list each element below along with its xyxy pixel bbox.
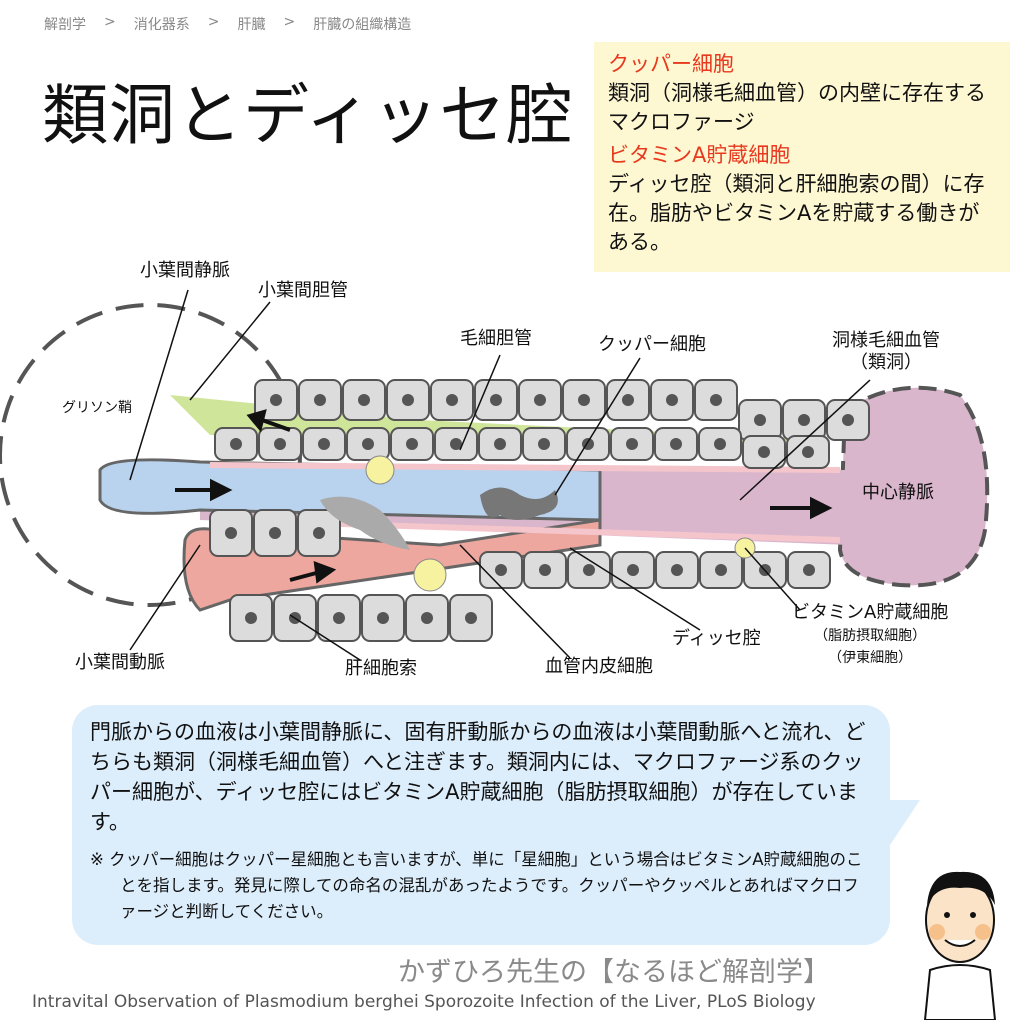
kupffer-heading: クッパー細胞 [608, 52, 734, 76]
citation: Intravital Observation of Plasmodium ber… [32, 992, 816, 1012]
breadcrumb-item[interactable]: 肝臓 [237, 17, 266, 33]
nucleus [490, 394, 502, 406]
label-sinusoid: 洞様毛細血管（類洞） [832, 330, 940, 373]
breadcrumb-item: 肝臓の組織構造 [313, 17, 412, 33]
stellate-cell-shape [365, 455, 395, 485]
nucleus [538, 438, 550, 450]
central-vein-shape [837, 385, 990, 588]
label-space-of-disse: ディッセ腔 [672, 628, 761, 649]
nucleus [802, 446, 814, 458]
bubble-note-text: ※ クッパー細胞はクッパー星細胞とも言いますが、単に「星細胞」という場合はビタミ… [90, 850, 863, 921]
info-box: クッパー細胞 類洞（洞様毛細血管）の内壁に存在するマクロファージ ビタミンA貯蔵… [594, 42, 1010, 272]
nucleus [534, 394, 546, 406]
nucleus [539, 564, 551, 576]
label-endothelial-cell: 血管内皮細胞 [545, 656, 653, 677]
nucleus [671, 564, 683, 576]
nucleus [666, 394, 678, 406]
nucleus [842, 414, 854, 426]
vitamin-heading: ビタミンA貯蔵細胞 [608, 143, 791, 167]
nucleus [402, 394, 414, 406]
breadcrumb-item[interactable]: 解剖学 [44, 17, 86, 33]
nucleus [798, 414, 810, 426]
endothelial-branching [320, 496, 410, 550]
kupffer-text: 類洞（洞様毛細血管）の内壁に存在するマクロファージ [608, 81, 986, 134]
nucleus [670, 438, 682, 450]
stellate-cell-shape [413, 558, 447, 592]
sinusoid-diagram: 小葉間静脈 小葉間胆管 グリソン鞘 毛細胆管 クッパー細胞 洞様毛細血管（類洞）… [0, 240, 1024, 710]
label-stellate-cell: ビタミンA貯蔵細胞（脂肪摂取細胞）（伊東細胞） [792, 602, 949, 666]
nucleus [583, 564, 595, 576]
nucleus [225, 527, 237, 539]
label-kupffer-cell: クッパー細胞 [598, 334, 706, 355]
hepatocytes [209, 379, 870, 642]
teacher-avatar-icon [923, 871, 997, 1020]
nucleus [362, 438, 374, 450]
nucleus [274, 438, 286, 450]
nucleus [710, 394, 722, 406]
label-interlobular-bile-duct: 小葉間胆管 [258, 280, 348, 301]
nucleus [421, 612, 433, 624]
nucleus [318, 438, 330, 450]
nucleus [377, 612, 389, 624]
label-interlobular-vein: 小葉間静脈 [140, 260, 230, 281]
breadcrumb: 解剖学 > 消化器系 > 肝臓 > 肝臓の組織構造 [44, 14, 411, 34]
nucleus [450, 438, 462, 450]
kupffer-cell-shape [480, 487, 558, 520]
nucleus [715, 564, 727, 576]
nucleus [754, 414, 766, 426]
bubble-main-text: 門脈からの血液は小葉間静脈に、固有肝動脈からの血液は小葉間動脈へと流れ、どちらも… [90, 720, 866, 834]
breadcrumb-separator: > [283, 14, 296, 30]
nucleus [803, 564, 815, 576]
nucleus [495, 564, 507, 576]
nucleus [333, 612, 345, 624]
nucleus [270, 394, 282, 406]
nucleus [494, 438, 506, 450]
label-glisson-sheath: グリソン鞘 [62, 400, 132, 416]
nucleus [230, 438, 242, 450]
nucleus [758, 446, 770, 458]
nucleus [406, 438, 418, 450]
brand-text: かずひろ先生の【なるほど解剖学】 [398, 957, 830, 988]
nucleus [245, 612, 257, 624]
nucleus [578, 394, 590, 406]
label-bile-canaliculus: 毛細胆管 [460, 328, 532, 349]
nucleus [714, 438, 726, 450]
nucleus [627, 564, 639, 576]
nucleus [358, 394, 370, 406]
diagram-illustration [0, 289, 990, 661]
label-hepatic-cord: 肝細胞索 [345, 658, 417, 679]
breadcrumb-separator: > [207, 14, 220, 30]
nucleus [314, 394, 326, 406]
page-title: 類洞とディッセ腔 [42, 77, 574, 154]
label-central-vein: 中心静脈 [862, 482, 934, 503]
nucleus [269, 527, 281, 539]
nucleus [313, 527, 325, 539]
speech-bubble: 門脈からの血液は小葉間静脈に、固有肝動脈からの血液は小葉間動脈へと流れ、どちらも… [72, 705, 890, 945]
leader-lines [129, 289, 871, 661]
nucleus [622, 394, 634, 406]
nucleus [465, 612, 477, 624]
label-interlobular-artery: 小葉間動脈 [75, 652, 165, 673]
vitamin-text: ディッセ腔（類洞と肝細胞索の間）に存在。脂肪やビタミンAを貯蔵する働きがある。 [608, 172, 985, 254]
nucleus [446, 394, 458, 406]
breadcrumb-separator: > [104, 14, 116, 30]
flow-arrows [175, 409, 833, 584]
nucleus [626, 438, 638, 450]
breadcrumb-item[interactable]: 消化器系 [133, 17, 190, 33]
